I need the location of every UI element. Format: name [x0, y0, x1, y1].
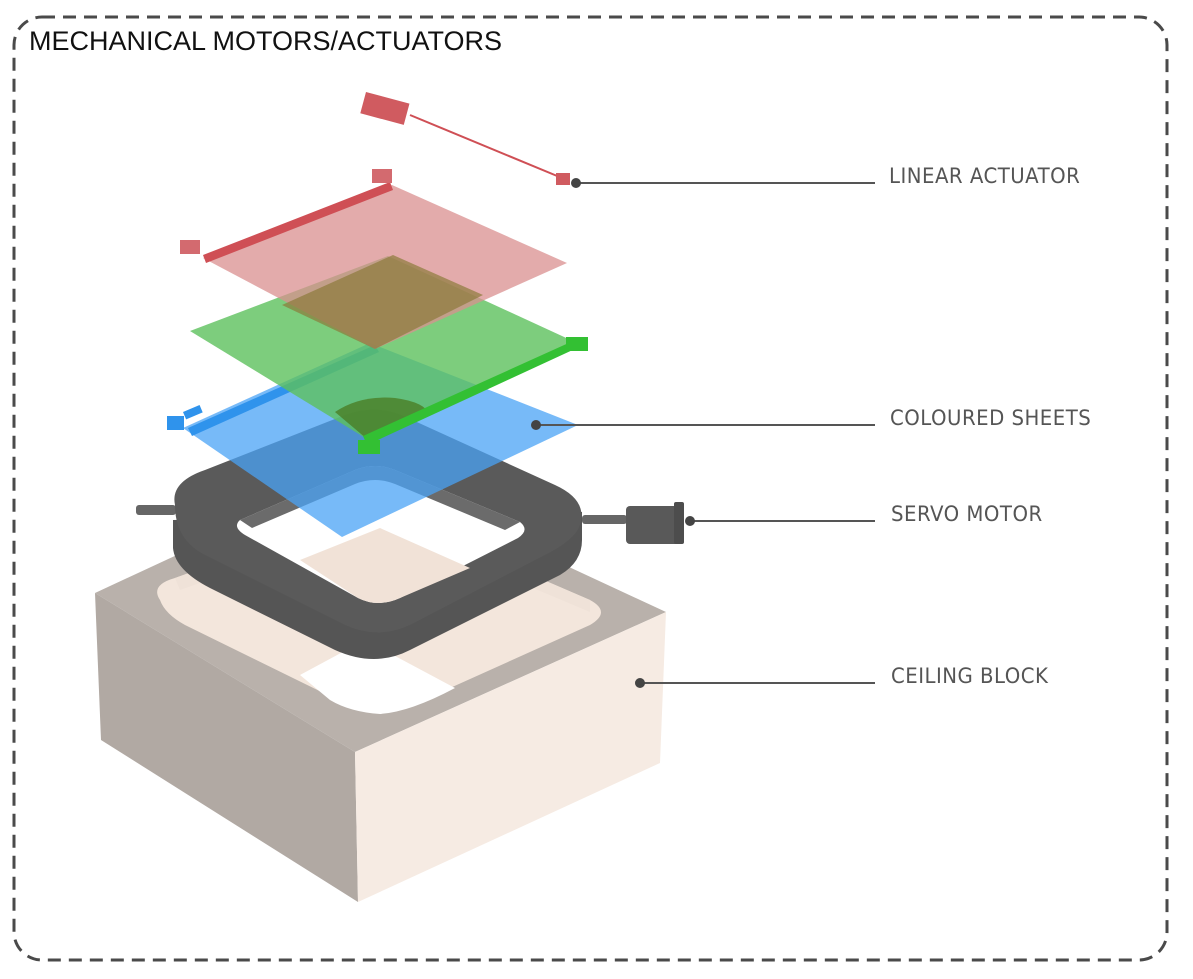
dashed-frame: [12, 15, 1169, 962]
linear-actuator: [360, 92, 570, 185]
leader-coloured-sheets: [531, 420, 875, 430]
label-linear-actuator: LINEAR ACTUATOR: [889, 164, 1081, 188]
label-ceiling-block: CEILING BLOCK: [891, 664, 1049, 688]
leader-linear-actuator: [571, 178, 875, 188]
leader-servo-motor: [685, 516, 875, 526]
leader-ceiling-block: [635, 678, 875, 688]
servo-motor: [626, 502, 684, 544]
red-sheet: [180, 169, 567, 349]
label-coloured-sheets: COLOURED SHEETS: [890, 406, 1092, 430]
diagram-title: MECHANICAL MOTORS/ACTUATORS: [29, 26, 503, 56]
label-servo-motor: SERVO MOTOR: [891, 502, 1043, 526]
